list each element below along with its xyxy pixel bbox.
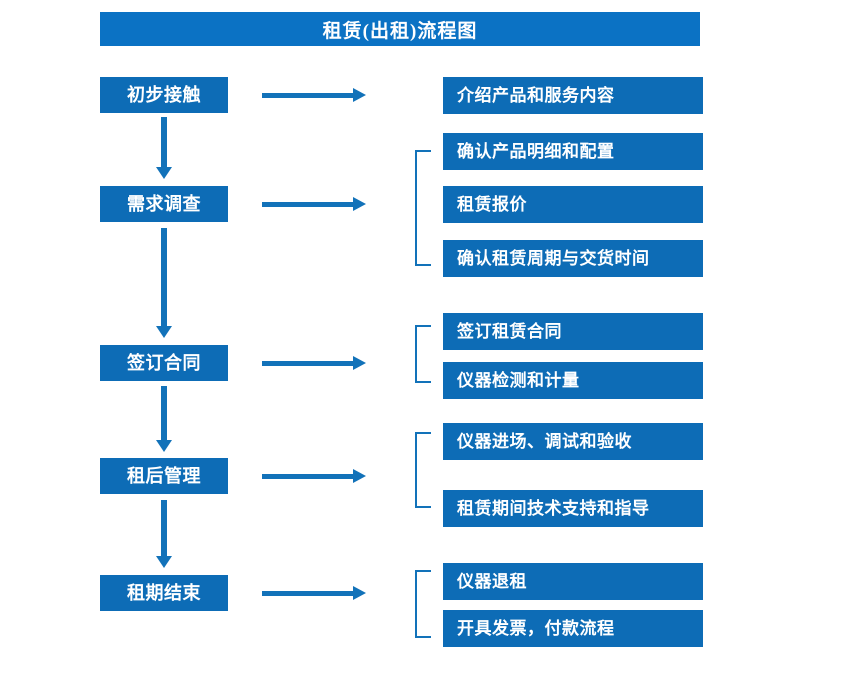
group-bracket-3 bbox=[415, 325, 431, 383]
detail-box-4-2-label: 租赁期间技术支持和指导 bbox=[457, 499, 650, 518]
detail-box-2-3[interactable]: 确认租赁周期与交货时间 bbox=[443, 240, 703, 277]
detail-box-5-2-label: 开具发票，付款流程 bbox=[457, 619, 615, 638]
detail-box-3-1[interactable]: 签订租赁合同 bbox=[443, 313, 703, 350]
horizontal-arrow-1 bbox=[262, 88, 366, 102]
detail-box-4-1[interactable]: 仪器进场、调试和验收 bbox=[443, 423, 703, 460]
detail-box-5-1[interactable]: 仪器退租 bbox=[443, 563, 703, 600]
page-title: 租赁(出租)流程图 bbox=[100, 12, 700, 46]
group-bracket-4 bbox=[415, 432, 431, 508]
group-bracket-2 bbox=[415, 150, 431, 266]
horizontal-arrow-5 bbox=[262, 586, 366, 600]
stage-box-1-label: 初步接触 bbox=[127, 85, 201, 105]
vertical-arrow-3-to-4 bbox=[156, 386, 172, 452]
detail-box-3-2-label: 仪器检测和计量 bbox=[457, 371, 580, 390]
stage-box-1[interactable]: 初步接触 bbox=[100, 77, 228, 113]
detail-box-1-1[interactable]: 介绍产品和服务内容 bbox=[443, 77, 703, 114]
detail-box-3-2[interactable]: 仪器检测和计量 bbox=[443, 362, 703, 399]
stage-box-3[interactable]: 签订合同 bbox=[100, 345, 228, 381]
horizontal-arrow-2 bbox=[262, 197, 366, 211]
detail-box-2-1-label: 确认产品明细和配置 bbox=[457, 142, 615, 161]
horizontal-arrow-4 bbox=[262, 469, 366, 483]
detail-box-5-1-label: 仪器退租 bbox=[457, 572, 527, 591]
detail-box-2-2[interactable]: 租赁报价 bbox=[443, 186, 703, 223]
detail-box-4-1-label: 仪器进场、调试和验收 bbox=[457, 432, 632, 451]
vertical-arrow-4-to-5 bbox=[156, 500, 172, 568]
detail-box-1-1-label: 介绍产品和服务内容 bbox=[457, 86, 615, 105]
stage-box-4[interactable]: 租后管理 bbox=[100, 458, 228, 494]
stage-box-2[interactable]: 需求调查 bbox=[100, 186, 228, 222]
horizontal-arrow-3 bbox=[262, 356, 366, 370]
stage-box-3-label: 签订合同 bbox=[127, 353, 201, 373]
group-bracket-5 bbox=[415, 570, 431, 638]
detail-box-5-2[interactable]: 开具发票，付款流程 bbox=[443, 610, 703, 647]
vertical-arrow-1-to-2 bbox=[156, 117, 172, 179]
detail-box-2-2-label: 租赁报价 bbox=[457, 195, 527, 214]
detail-box-2-3-label: 确认租赁周期与交货时间 bbox=[457, 249, 650, 268]
stage-box-5-label: 租期结束 bbox=[127, 583, 201, 603]
detail-box-4-2[interactable]: 租赁期间技术支持和指导 bbox=[443, 490, 703, 527]
stage-box-2-label: 需求调查 bbox=[127, 194, 201, 214]
stage-box-4-label: 租后管理 bbox=[127, 466, 201, 486]
vertical-arrow-2-to-3 bbox=[156, 228, 172, 338]
stage-box-5[interactable]: 租期结束 bbox=[100, 575, 228, 611]
detail-box-3-1-label: 签订租赁合同 bbox=[457, 322, 562, 341]
detail-box-2-1[interactable]: 确认产品明细和配置 bbox=[443, 133, 703, 170]
